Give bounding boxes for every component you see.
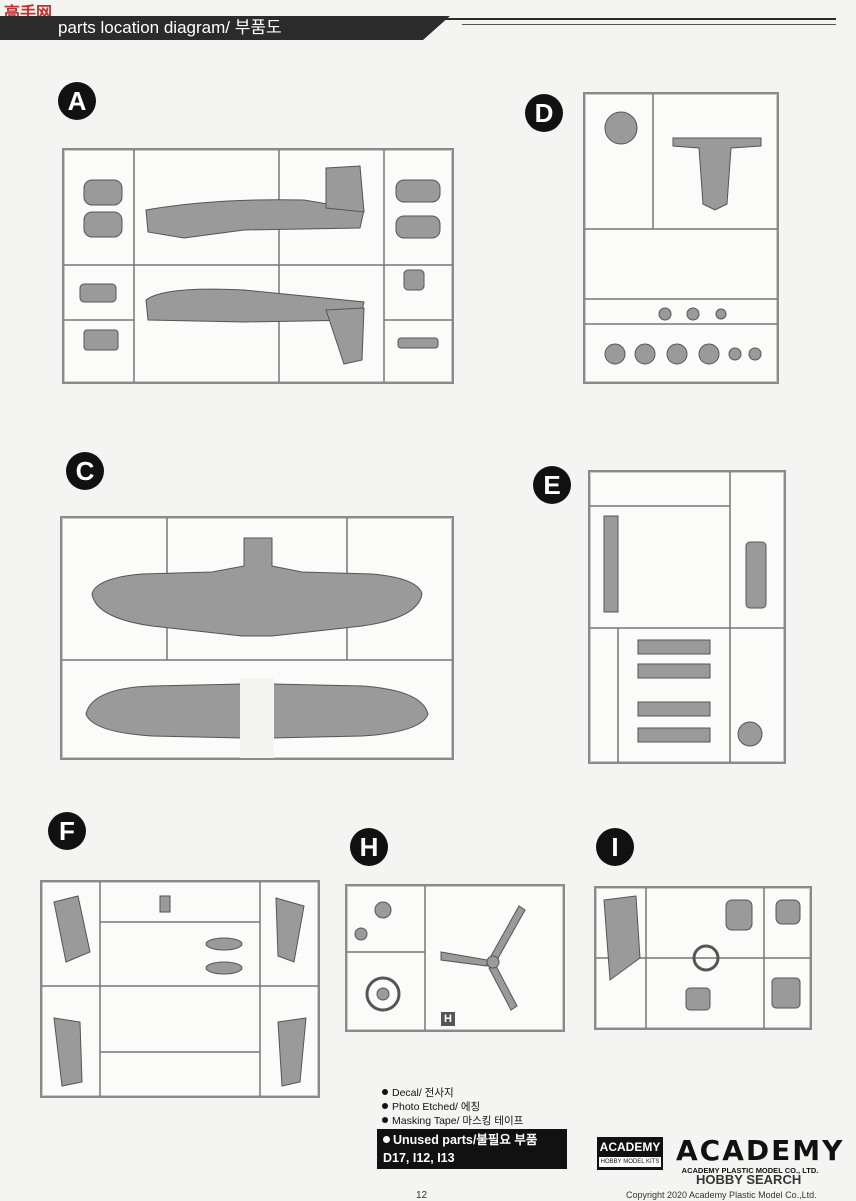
sprue-h: H [345,884,565,1032]
sprue-e [588,470,786,764]
sprue-label-h: H [350,828,388,866]
sprue-d-drawing [585,94,777,365]
sprue-label-e: E [533,466,571,504]
sprue-c-drawing [62,518,452,758]
sprue-label-c: C [66,452,104,490]
sprue-i [594,886,812,1030]
unused-parts-title: Unused parts/불필요 부품 [393,1133,538,1147]
sprue-a [62,148,454,384]
academy-badge-logo: ACADEMY HOBBY MODEL KITS [597,1137,663,1170]
hobbysearch-watermark: HOBBY SEARCH [696,1172,802,1187]
unused-parts-box: Unused parts/불필요 부품 D17, I12, I13 [377,1129,567,1169]
header-bar [0,16,450,40]
sprue-h-drawing [347,886,526,1030]
academy-logo: ACADEMY ACADEMY PLASTIC MODEL CO., LTD. [676,1134,845,1176]
header-divider [440,18,836,20]
header-divider-thin [462,24,836,25]
legend: Decal/ 전사지 Photo Etched/ 에칭 Masking Tape… [382,1086,523,1128]
sprue-f-drawing [42,882,318,1096]
legend-item-masking-tape: Masking Tape/ 마스킹 테이프 [382,1114,523,1128]
sprue-e-drawing [590,472,784,762]
sprue-i-drawing [596,888,810,1028]
copyright: Copyright 2020 Academy Plastic Model Co.… [626,1190,817,1200]
sprue-label-i: I [596,828,634,866]
legend-item-decal: Decal/ 전사지 [382,1086,523,1100]
sprue-label-a: A [58,82,96,120]
sprue-label-d: D [525,94,563,132]
sprue-label-f: F [48,812,86,850]
sprue-c [60,516,454,760]
page-number: 12 [416,1190,428,1201]
legend-item-photo-etched: Photo Etched/ 에칭 [382,1100,523,1114]
sprue-f [40,880,320,1098]
sprue-h-tag: H [441,1012,455,1026]
sprue-a-drawing [64,150,452,382]
sprue-d [583,92,779,384]
unused-parts-list: D17, I12, I13 [383,1151,455,1165]
page-title: parts location diagram/ 부품도 [58,18,282,37]
